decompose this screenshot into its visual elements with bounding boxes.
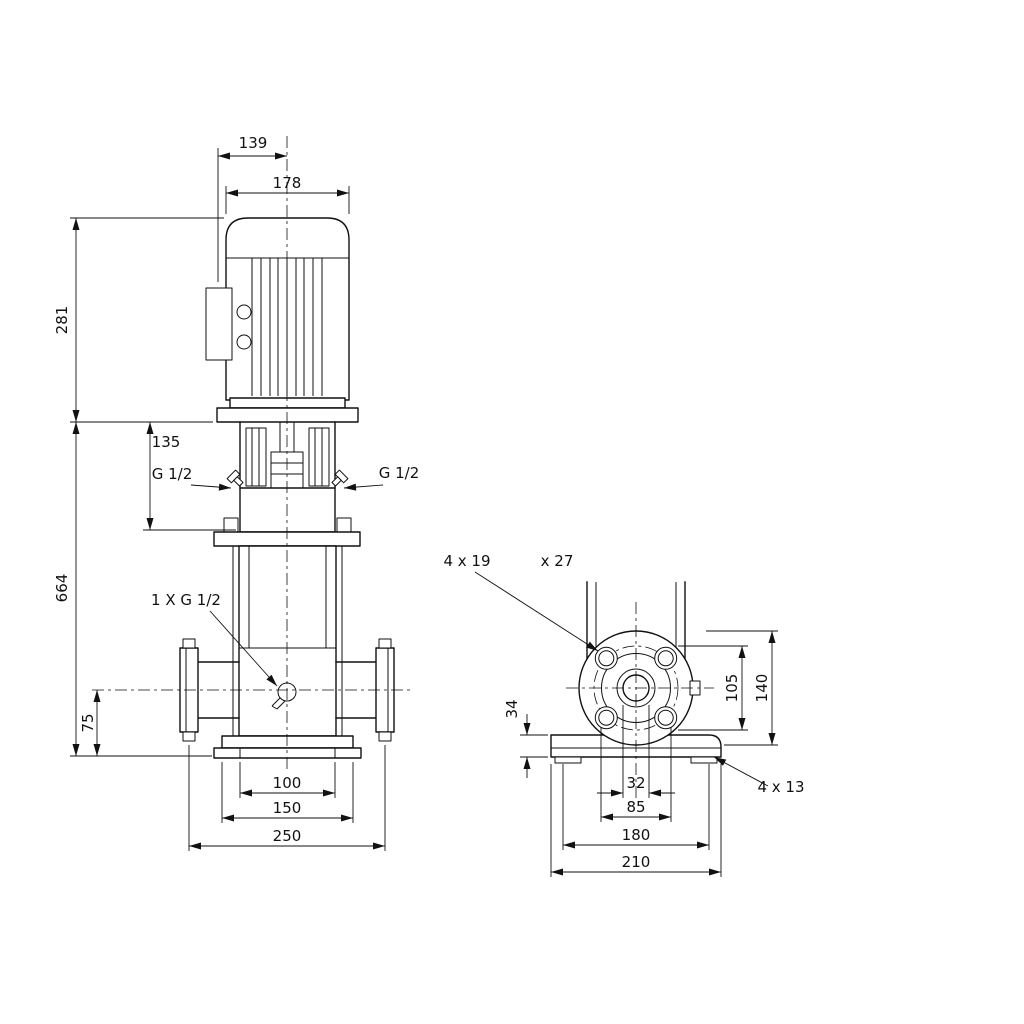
dim-label-135: 135 (152, 433, 181, 451)
leader-gauge-left (190, 483, 232, 491)
front-view (92, 136, 412, 770)
side-dimensions: 4 x 19 x 27 34 105 140 32 85 180 210 4 x… (443, 552, 805, 877)
terminal-box (205, 287, 233, 361)
leader-gauge-right (343, 483, 384, 491)
front-dimensions: 139 178 281 135 G 1/2 G 1/2 664 1 X G 1/… (53, 134, 419, 851)
bolt-holes-depth-label: x 27 (541, 552, 574, 570)
drain-plug-spout (271, 697, 286, 710)
gauge-plug-right (331, 469, 349, 487)
coupling-guard-left-ribs (251, 428, 260, 486)
dim-label-85: 85 (626, 798, 645, 816)
lantern-walls (239, 421, 336, 489)
tie-rod-nut-right (336, 517, 352, 533)
leader-base-holes (713, 756, 769, 787)
coupling-guard-right-ribs (314, 428, 323, 486)
cable-entry-bottom (236, 334, 252, 350)
base-lower (213, 747, 362, 759)
tie-rods (232, 546, 343, 736)
cable-entry-top (236, 304, 252, 320)
dim-label-140: 140 (753, 674, 771, 703)
coupling-guard-right (308, 427, 330, 487)
gauge-plug-left (226, 469, 244, 487)
flange-stud-right-bottom (378, 731, 392, 742)
port-pipes (197, 661, 378, 719)
dim-label-32: 32 (626, 774, 645, 792)
motor-stool-flange (216, 407, 359, 423)
dim-label-178: 178 (273, 174, 302, 192)
drain-label: 1 X G 1/2 (151, 591, 221, 609)
bolt-holes (594, 646, 678, 730)
dim-label-75: 75 (79, 713, 97, 732)
dim-label-210: 210 (622, 853, 651, 871)
coupling-guard-left (245, 427, 267, 487)
base-foot-right (690, 756, 718, 764)
dim-label-281: 281 (53, 306, 71, 335)
base-holes-label: 4 x 13 (757, 778, 804, 796)
side-extension-lines (520, 630, 778, 877)
motor-foot (229, 397, 346, 409)
flange-stud-left-bottom (182, 731, 196, 742)
flange-stud-left-top (182, 638, 196, 649)
chamber-stack (238, 545, 337, 737)
dim-label-150: 150 (273, 799, 302, 817)
dim-label-100: 100 (273, 774, 302, 792)
sleeve-lines (248, 546, 327, 648)
leader-drain (209, 610, 278, 687)
bolt-holes-label: 4 x 19 (443, 552, 490, 570)
port-label-g12-right: G 1/2 (379, 464, 420, 482)
base-feet-marks (239, 748, 336, 758)
dim-label-250: 250 (273, 827, 302, 845)
dim-label-34: 34 (503, 699, 521, 718)
shaft (279, 422, 295, 452)
front-extension-lines (70, 148, 386, 851)
flange-stud-right-top (378, 638, 392, 649)
dim-label-139: 139 (239, 134, 268, 152)
port-label-g12-left: G 1/2 (152, 465, 193, 483)
base-foot-left (554, 756, 582, 764)
dim-label-105: 105 (723, 674, 741, 703)
pump-head (239, 487, 336, 533)
dim-label-180: 180 (622, 826, 651, 844)
leader-bolt-holes (474, 571, 599, 652)
dim-label-664: 664 (53, 574, 71, 603)
base-upper (221, 735, 354, 749)
motor-body (225, 217, 350, 401)
side-view (550, 581, 722, 800)
